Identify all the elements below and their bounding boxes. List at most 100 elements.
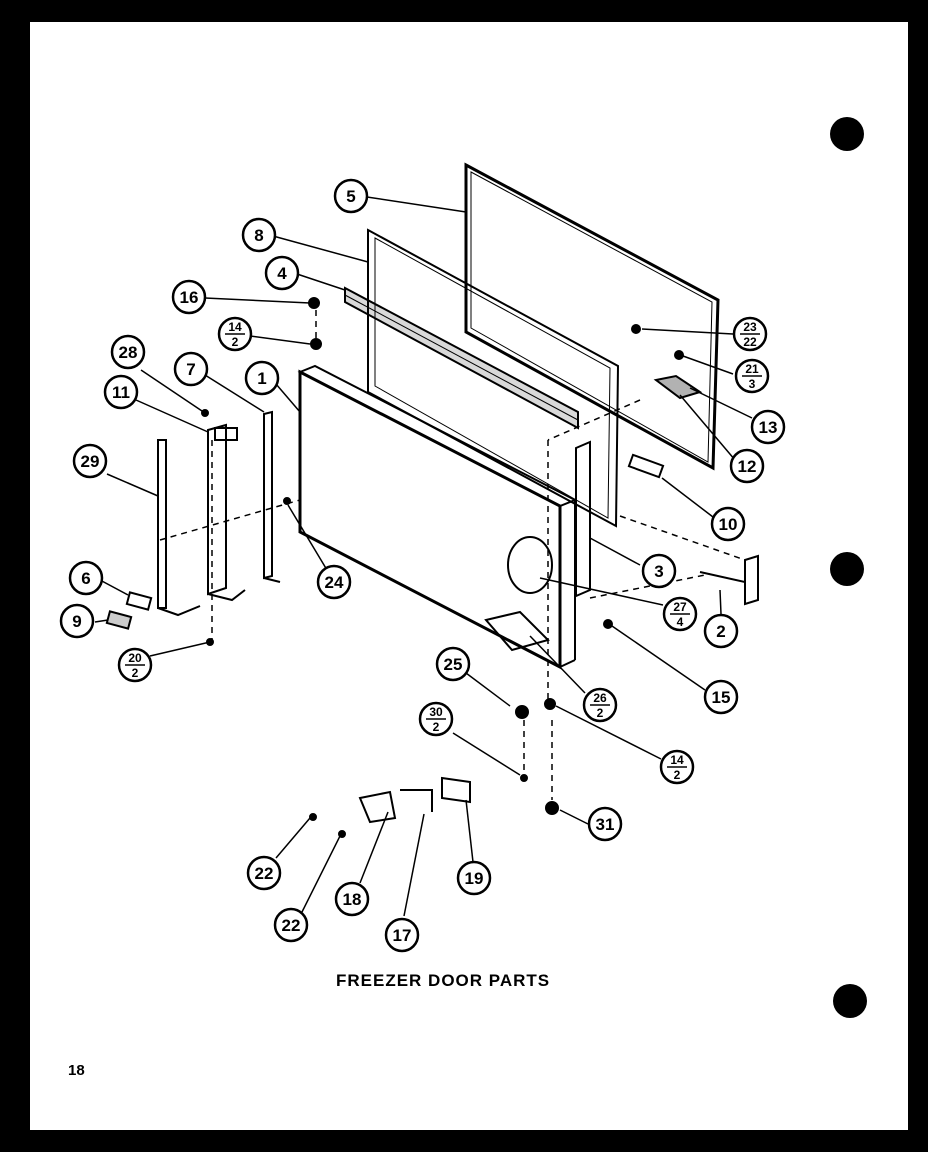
part-2-bracket <box>699 554 759 606</box>
leader-lines <box>94 196 753 917</box>
part-16-plug <box>308 297 320 309</box>
assembly-lines <box>159 310 746 800</box>
callout-19: 19 <box>456 860 492 896</box>
binder-hole-bottom <box>833 984 867 1018</box>
callout-label: 24 <box>325 573 344 592</box>
callout-27-4: 274 <box>662 596 698 632</box>
page-number: 18 <box>68 1062 85 1079</box>
part-15-plug <box>603 619 613 629</box>
part-23-screw <box>631 324 641 334</box>
callout-label: 3 <box>749 377 756 391</box>
callout-1: 1 <box>244 360 280 396</box>
part-14-screw-bottom <box>544 698 556 710</box>
callout-16: 16 <box>171 279 207 315</box>
callout-label: 26 <box>593 691 607 705</box>
part-17-hinge-pin <box>400 789 433 812</box>
callout-label: 2 <box>232 335 239 349</box>
callout-label: 2 <box>674 768 681 782</box>
callout-label: 2 <box>433 720 440 734</box>
callout-label: 2 <box>597 706 604 720</box>
callout-label: 18 <box>343 890 362 909</box>
callout-21-3: 213 <box>734 358 770 394</box>
callout-label: 11 <box>112 383 130 402</box>
binder-hole-top <box>830 117 864 151</box>
callout-label: 30 <box>429 705 443 719</box>
callout-5: 5 <box>333 178 369 214</box>
part-8-frame <box>367 228 620 528</box>
callouts: 5 8 4 16 142 28 7 1 11 29 6 9 202 24 232… <box>59 178 786 953</box>
part-9-clip <box>105 610 133 630</box>
callout-label: 2 <box>716 622 725 641</box>
callout-30-2: 302 <box>418 701 454 737</box>
callout-6: 6 <box>68 560 104 596</box>
callout-28: 28 <box>110 334 146 370</box>
callout-25: 25 <box>435 646 471 682</box>
callout-label: 16 <box>180 288 199 307</box>
callout-31: 31 <box>587 806 623 842</box>
callout-label: 10 <box>719 515 738 534</box>
part-27-handle-cap <box>507 536 553 594</box>
callout-18: 18 <box>334 881 370 917</box>
callout-label: 7 <box>186 360 195 379</box>
callout-label: 12 <box>738 457 757 476</box>
callout-label: 22 <box>743 335 757 349</box>
part-21-screw <box>674 350 684 360</box>
callout-label: 17 <box>393 926 412 945</box>
part-29-rail <box>157 439 201 617</box>
callout-29: 29 <box>72 443 108 479</box>
callout-12: 12 <box>729 448 765 484</box>
callout-4: 4 <box>264 255 300 291</box>
part-7-bracket <box>263 410 281 583</box>
part-3-side-rail <box>575 440 591 598</box>
callout-11: 11 <box>103 374 139 410</box>
callout-label: 3 <box>654 562 663 581</box>
callout-label: 21 <box>745 362 759 376</box>
callout-24: 24 <box>316 564 352 600</box>
callout-label: 20 <box>128 651 142 665</box>
callout-label: 14 <box>228 320 242 334</box>
callout-label: 22 <box>282 916 301 935</box>
part-18-bushing <box>358 790 397 824</box>
callout-label: 13 <box>759 418 778 437</box>
callout-label: 5 <box>346 187 355 206</box>
callout-label: 9 <box>72 612 81 631</box>
callout-label: 8 <box>254 226 263 245</box>
callout-label: 25 <box>444 655 463 674</box>
callout-9: 9 <box>59 603 95 639</box>
callout-14-2-top: 142 <box>217 316 253 352</box>
callout-label: 27 <box>673 600 687 614</box>
callout-label: 6 <box>81 569 90 588</box>
part-19-hinge-plate <box>441 776 471 804</box>
callout-label: 14 <box>670 753 684 767</box>
callout-2: 2 <box>703 613 739 649</box>
callout-13: 13 <box>750 409 786 445</box>
callout-label: 2 <box>132 666 139 680</box>
callout-label: 22 <box>255 864 274 883</box>
callout-3: 3 <box>641 553 677 589</box>
callout-7: 7 <box>173 351 209 387</box>
callout-22-a: 22 <box>246 855 282 891</box>
callout-22-b: 22 <box>273 907 309 943</box>
callout-20-2: 202 <box>117 647 153 683</box>
callout-label: 29 <box>81 452 100 471</box>
callout-label: 23 <box>743 320 757 334</box>
part-1-door-panel <box>297 364 578 670</box>
part-5-door-liner <box>464 162 720 471</box>
part-6-clip <box>125 591 153 611</box>
part-4-breaker-strip <box>344 286 579 430</box>
part-12-hinge <box>653 374 703 400</box>
binder-hole-middle <box>830 552 864 586</box>
callout-label: 28 <box>119 343 138 362</box>
callout-14-2-bottom: 142 <box>659 749 695 785</box>
callout-label: 19 <box>465 869 484 888</box>
callout-17: 17 <box>384 917 420 953</box>
callout-label: 4 <box>277 264 287 283</box>
callout-label: 1 <box>257 369 266 388</box>
callout-8: 8 <box>241 217 277 253</box>
callout-15: 15 <box>703 679 739 715</box>
callout-10: 10 <box>710 506 746 542</box>
callout-label: 31 <box>596 815 615 834</box>
callout-label: 15 <box>712 688 731 707</box>
